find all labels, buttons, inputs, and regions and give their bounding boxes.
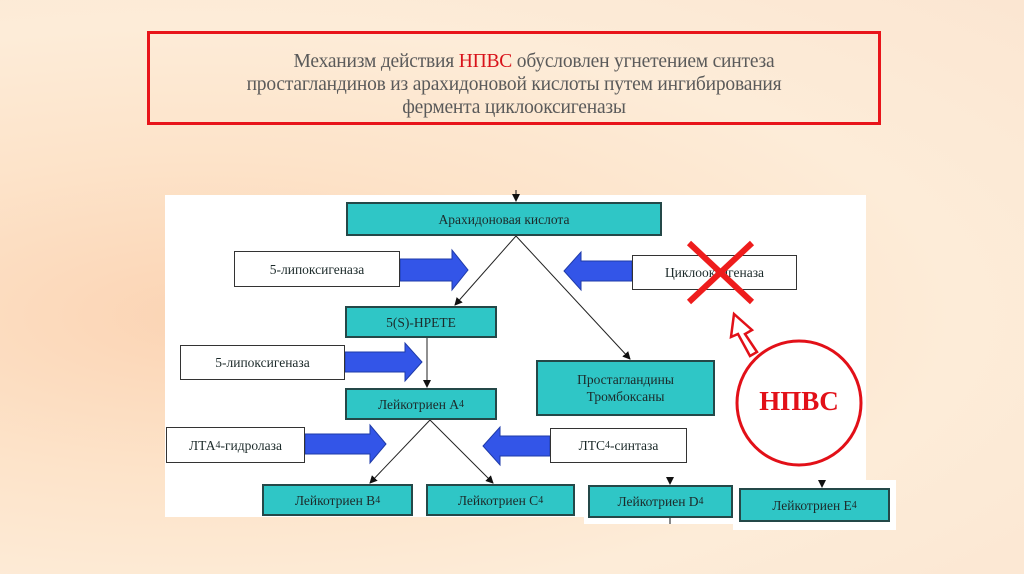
- title-line-2: простагландинов из арахидоновой кислоты …: [246, 74, 782, 95]
- enzyme-lipoxygenase-2: 5-липоксигеназа: [180, 345, 345, 380]
- nsaid-label: НПВС: [759, 386, 839, 416]
- title-frame: Механизм действия НПВС обусловлен угнете…: [147, 31, 881, 125]
- title-line-3: фермента циклооксигеназы: [402, 97, 626, 118]
- enzyme-cyclooxygenase: Циклооксигеназа: [632, 255, 797, 290]
- node-arachidonic-acid: Арахидоновая кислота: [346, 202, 662, 236]
- title-highlight-nsaid: НПВС: [458, 51, 513, 72]
- enzyme-lipoxygenase-1: 5-липоксигеназа: [234, 251, 400, 287]
- node-hpete: 5(S)-HPETE: [345, 306, 497, 338]
- slide-title: Механизм действия НПВС обусловлен угнете…: [150, 50, 878, 119]
- node-prostaglandins-thromboxanes: Простагландины Тромбоксаны: [536, 360, 715, 416]
- title-line-1: Механизм действия НПВС обусловлен угнете…: [293, 51, 775, 72]
